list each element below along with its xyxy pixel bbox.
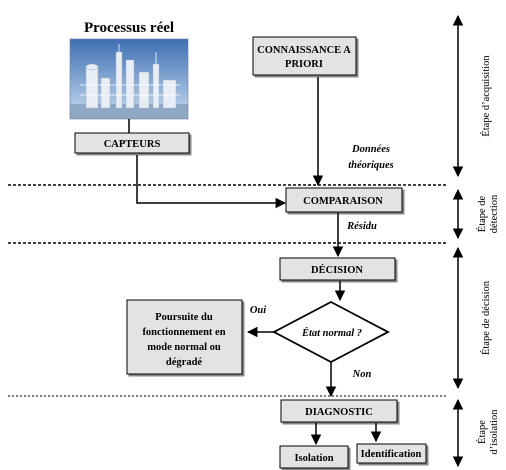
stage-decision-label: Étape de décision bbox=[480, 280, 492, 355]
diagnostic-box bbox=[280, 399, 398, 423]
residu-label: Résidu bbox=[346, 221, 377, 232]
stage-detection-label-line2: détection bbox=[489, 194, 500, 233]
comparaison-box bbox=[285, 187, 403, 213]
connaissance-box bbox=[252, 36, 357, 76]
identification-box bbox=[356, 443, 427, 464]
capteurs-box bbox=[74, 132, 190, 154]
poursuite-box bbox=[126, 299, 243, 375]
stage-detection-label-line1: Étape de bbox=[476, 195, 488, 232]
poursuite-label-line3: mode normal ou bbox=[147, 342, 221, 353]
decision-label: DÉCISION bbox=[311, 264, 363, 276]
connaissance-label-line1: CONNAISSANCE A bbox=[257, 45, 351, 56]
capteurs-label: CAPTEURS bbox=[104, 139, 161, 150]
stage-isolation-label-line2: d’isolation bbox=[489, 409, 500, 455]
process-title: Processus réel bbox=[84, 20, 174, 36]
non-label: Non bbox=[352, 369, 372, 380]
arrow-capteurs-comparaison bbox=[136, 155, 287, 209]
donnees-label-line2: théoriques bbox=[348, 160, 394, 171]
isolation-label: Isolation bbox=[294, 453, 333, 464]
comparaison-label: COMPARAISON bbox=[303, 196, 383, 207]
connaissance-label-line2: PRIORI bbox=[285, 59, 323, 70]
isolation-box bbox=[279, 445, 349, 469]
decision-box bbox=[279, 257, 396, 281]
poursuite-label-line2: fonctionnement en bbox=[142, 327, 225, 338]
poursuite-label-line1: Poursuite du bbox=[155, 312, 213, 323]
stage-isolation-label-line1: Étape bbox=[476, 420, 488, 444]
identification-label: Identification bbox=[361, 449, 422, 460]
oui-label: Oui bbox=[250, 305, 266, 316]
industrial-plant-image bbox=[69, 38, 189, 120]
poursuite-label-line4: dégradé bbox=[166, 357, 203, 368]
etat-normal-label: État normal ? bbox=[301, 327, 362, 339]
diagnostic-label: DIAGNOSTIC bbox=[305, 407, 373, 418]
stage-acquisition-label: Étape d’acquisition bbox=[480, 55, 492, 137]
donnees-label-line1: Données bbox=[351, 144, 390, 155]
